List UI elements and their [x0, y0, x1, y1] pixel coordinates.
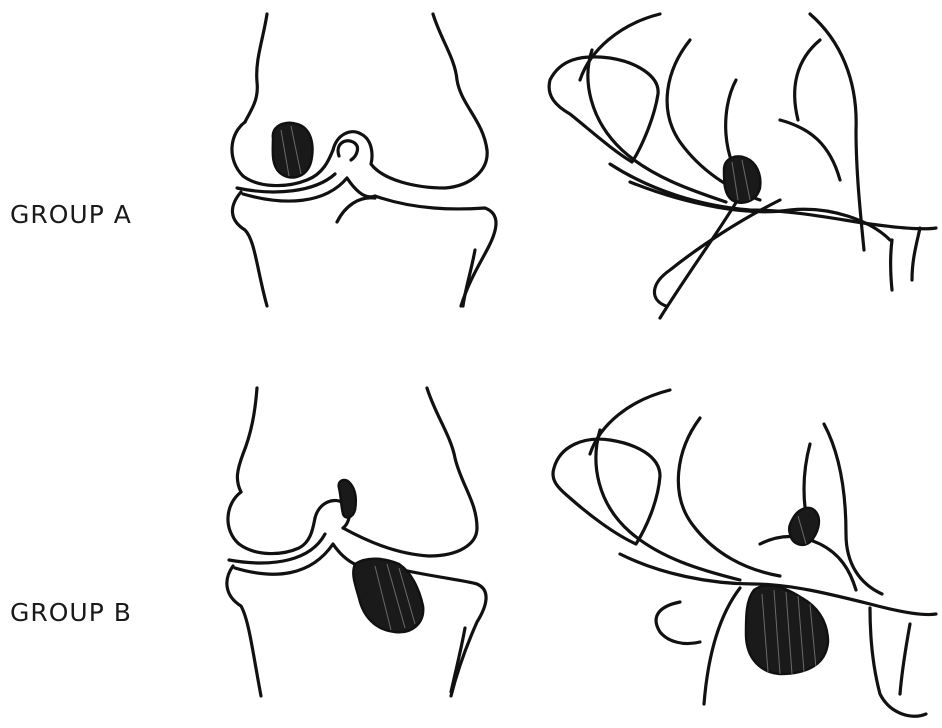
group-b-label: GROUP B [10, 598, 132, 627]
group-a-lateral-view-drawing [540, 10, 940, 320]
group-a-ap-view-drawing [215, 10, 505, 310]
group-b-ap-view-drawing [215, 384, 505, 704]
group-a-label: GROUP A [10, 200, 132, 229]
group-b-lateral-view-drawing [540, 384, 940, 724]
